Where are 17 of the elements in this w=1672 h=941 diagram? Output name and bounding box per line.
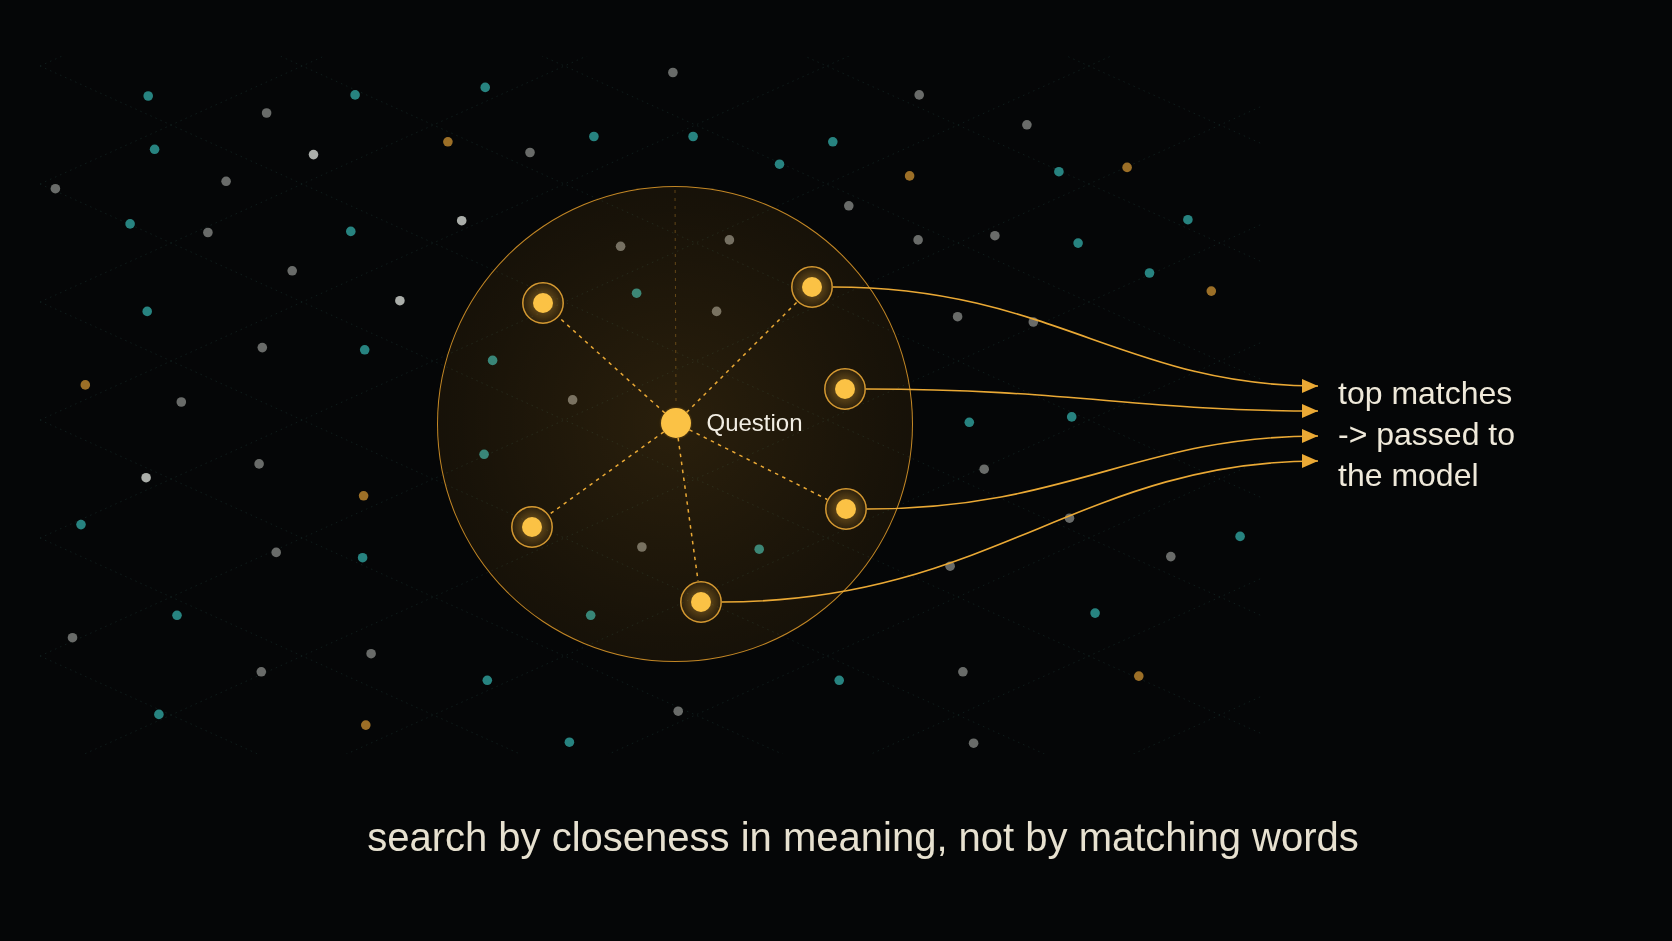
node-label: Question [706, 410, 803, 435]
caption: search by closeness in meaning, not by matching words [367, 815, 1359, 860]
ringed-dot-icon [519, 279, 566, 326]
ringed-dot-icon [821, 365, 868, 412]
arrow [866, 429, 1319, 510]
ringed-dot-icon [508, 503, 555, 550]
arrow [832, 286, 1319, 393]
ringed-dot-icon [677, 578, 724, 625]
dashed-line [677, 437, 699, 582]
arrow [721, 454, 1319, 603]
dashed-line [688, 429, 829, 501]
dashed-line [548, 431, 665, 516]
annotation-text: top matches -> passed to the model [1318, 373, 1516, 496]
ringed-dot-icon [788, 263, 835, 310]
dashed-line [685, 301, 798, 414]
arrow [865, 388, 1319, 418]
ringed-dot-icon [822, 485, 869, 532]
